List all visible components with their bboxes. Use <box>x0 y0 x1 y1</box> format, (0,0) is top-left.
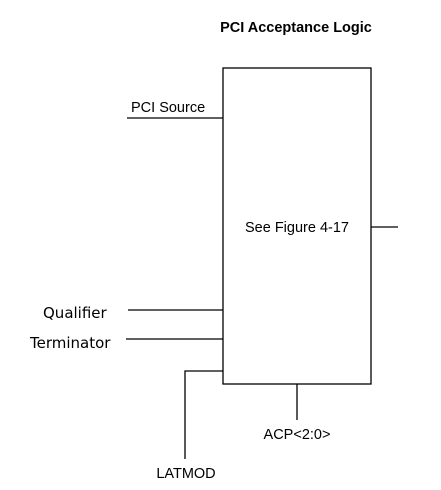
logic-block <box>222 67 372 385</box>
terminator-label: Terminator <box>29 334 111 352</box>
latmod-wire <box>184 370 223 459</box>
qualifier-label: Qualifier <box>43 304 108 322</box>
latmod-label: LATMOD <box>156 466 215 482</box>
logic-block-label: See Figure 4-17 <box>245 220 349 236</box>
acp-label: ACP<2:0> <box>264 427 331 443</box>
pci-source-label: PCI Source <box>131 100 205 116</box>
diagram-title: PCI Acceptance Logic <box>220 20 372 36</box>
